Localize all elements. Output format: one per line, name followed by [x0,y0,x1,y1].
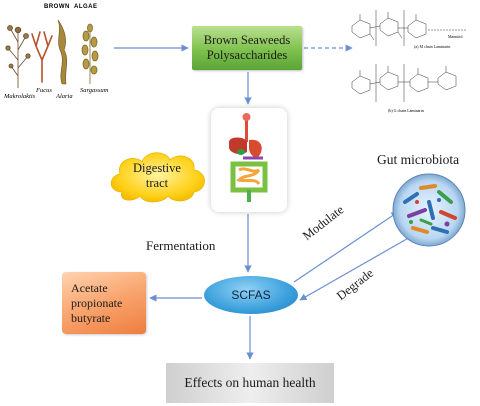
gut-microbiota-title: Gut microbiota [377,152,460,167]
mouth [242,113,251,121]
scfas-label: SCFAS [231,288,271,302]
effects-on-health-box: Effects on human health [166,363,334,403]
digestive-tract-label: Digestive tract [119,161,195,191]
seaweed-label-line1: Brown Seaweeds [203,33,291,47]
species-label-makrolaktis: Makrolaktis [3,93,36,100]
algae-title-algae: ALGAE [74,4,98,10]
effects-label: Effects on human health [184,375,316,390]
sargassum-drawing [81,23,99,84]
rectum [247,190,251,202]
brown-seaweeds-box: Brown Seaweeds Polysaccharides [192,26,302,70]
acetate-label: Acetate [71,280,108,295]
alaria-drawing [57,19,68,85]
fermentation-label: Fermentation [146,238,216,253]
butyrate-label: butyrate [71,310,111,325]
small-intestine [236,167,261,186]
species-label-sargassum: Sargassum [80,87,109,94]
laminarin-structures: (a) M chain Laminarin Mannitol (b) G cha… [351,10,466,113]
algae-title-brown: BROWN [44,4,70,10]
microbiota-petri-image [392,173,466,247]
seaweed-label-line2: Polysaccharides [206,48,288,62]
digestive-label-line2: tract [145,176,169,190]
caption-m-chain: (a) M chain Laminarin [414,44,450,49]
brown-algae-illustration: BROWN ALGAE Makrolaktis Fucus Alaria Sar… [3,4,109,100]
digestive-organs-image [211,108,287,212]
arrow-degrade [299,235,413,301]
large-intestine [230,161,268,193]
digestive-label-line1: Digestive [133,161,181,175]
species-label-fucus: Fucus [35,87,52,94]
stomach [249,139,262,158]
fucus-drawing [31,31,53,83]
arrow-modulate [293,211,399,283]
esophagus [245,116,248,142]
label-mannitol: Mannitol [448,34,464,39]
digestive-tract-cloud [110,152,205,203]
makrolaktis-drawing [5,25,31,88]
scfas-ellipse: SCFAS [204,276,298,314]
m-chain-structure [351,10,466,46]
gallbladder [237,149,245,155]
propionate-label: propionate [71,295,123,310]
species-label-alaria: Alaria [55,93,73,100]
caption-g-chain: (b) G chain Laminarin [388,108,424,113]
g-chain-structure [351,64,457,102]
scfa-types-box: Acetate propionate butyrate [62,272,146,334]
